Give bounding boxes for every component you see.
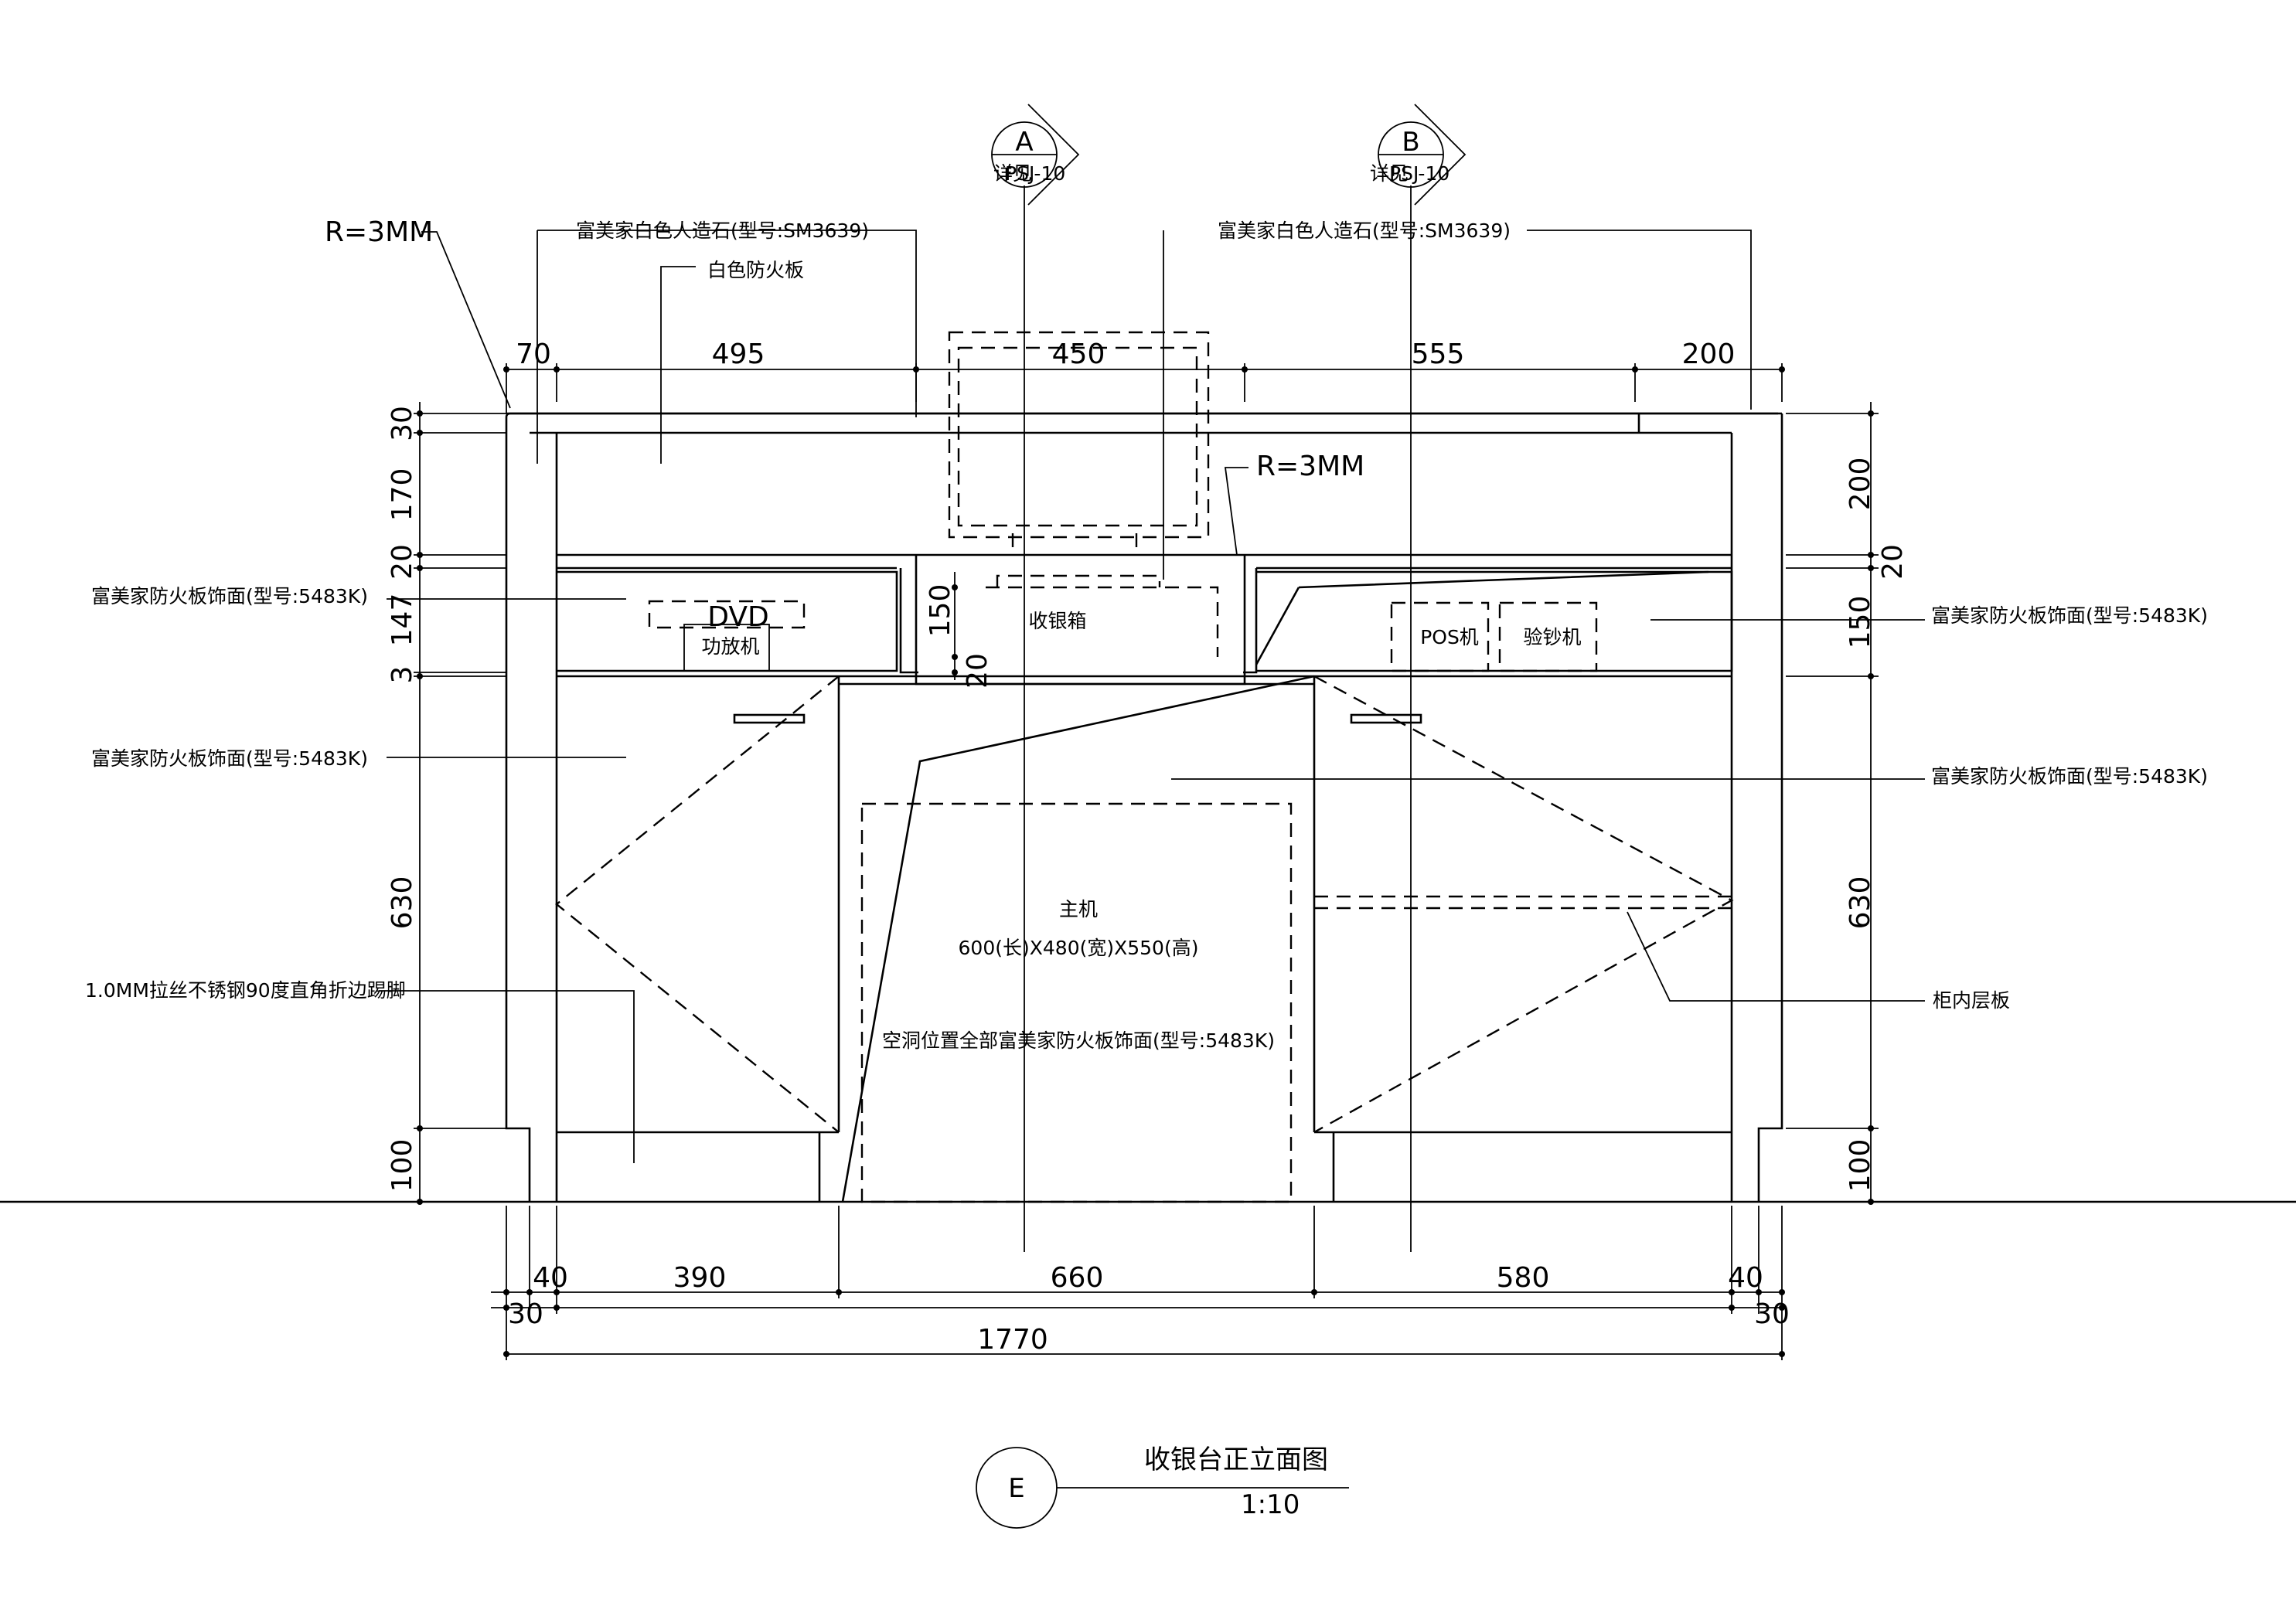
section-marker-b: B 详见 PSJ-10 bbox=[1370, 104, 1467, 206]
label-stone-right: 富美家白色人造石(型号:SM3639) bbox=[1218, 219, 1511, 242]
section-a-letter: A bbox=[1015, 127, 1033, 158]
dim-right-200: 200 bbox=[1845, 458, 1876, 511]
label-veneer-3: 富美家防火板饰面(型号:5483K) bbox=[1931, 604, 2208, 627]
label-cash-box: 收银箱 bbox=[1028, 610, 1086, 632]
dim-left-3: 3 bbox=[387, 666, 418, 684]
dim-right-100: 100 bbox=[1845, 1139, 1876, 1193]
dim-total-1770: 1770 bbox=[977, 1324, 1048, 1356]
label-veneer-4: 富美家防火板饰面(型号:5483K) bbox=[1931, 765, 2208, 788]
label-veneer-1: 富美家防火板饰面(型号:5483K) bbox=[91, 585, 368, 607]
dim-right-20: 20 bbox=[1877, 544, 1909, 580]
dim-bottom-40-right: 40 bbox=[1728, 1262, 1763, 1294]
dim-inner-150: 150 bbox=[925, 584, 956, 638]
dim-bottom-30-right: 30 bbox=[1754, 1298, 1790, 1330]
drawing-scale: 1:10 bbox=[1241, 1489, 1300, 1520]
section-b-prefix: 详见 bbox=[1370, 162, 1409, 185]
dim-left-147: 147 bbox=[387, 594, 418, 647]
left-dimensions: 30 170 20 147 3 630 100 bbox=[387, 402, 506, 1205]
dim-top-495: 495 bbox=[712, 339, 765, 370]
label-veneer-2: 富美家防火板饰面(型号:5483K) bbox=[91, 747, 368, 770]
dim-top-200: 200 bbox=[1682, 339, 1736, 370]
inner-dimensions: 150 20 bbox=[925, 572, 993, 689]
label-host: 主机 bbox=[1059, 898, 1098, 920]
label-checker: 验钞机 bbox=[1523, 626, 1581, 648]
dim-top-555: 555 bbox=[1412, 339, 1465, 370]
section-a-prefix: 详见 bbox=[993, 162, 1032, 185]
counter-outline bbox=[505, 412, 1783, 1203]
equipment-outlines bbox=[648, 331, 1732, 1203]
bottom-dimensions: 40 390 660 580 40 30 30 1770 bbox=[491, 1206, 1790, 1360]
annotations: R=3MM 富美家白色人造石(型号:SM3639) 白色防火板 富美家白色人造石… bbox=[85, 216, 2208, 1163]
section-marker-a: A 详见 PSJ-10 bbox=[991, 104, 1080, 206]
right-dimensions: 200 20 150 630 100 bbox=[1786, 402, 1909, 1205]
dim-top-70: 70 bbox=[516, 339, 551, 370]
dim-left-170: 170 bbox=[387, 468, 418, 522]
dim-bottom-30-left: 30 bbox=[508, 1298, 543, 1330]
dim-inner-20: 20 bbox=[962, 653, 993, 689]
section-b-ref: PSJ-10 bbox=[1389, 162, 1449, 185]
dim-bottom-580: 580 bbox=[1497, 1262, 1550, 1294]
top-dimensions: 70 495 450 555 200 bbox=[503, 339, 1785, 413]
dim-bottom-660: 660 bbox=[1051, 1262, 1104, 1294]
dim-bottom-390: 390 bbox=[673, 1262, 727, 1294]
section-a-ref: PSJ-10 bbox=[1005, 162, 1065, 185]
dim-left-20: 20 bbox=[387, 544, 418, 580]
dim-bottom-40-left: 40 bbox=[533, 1262, 568, 1294]
label-shelf: 柜内层板 bbox=[1933, 989, 2010, 1012]
dim-left-100: 100 bbox=[387, 1139, 418, 1193]
section-b-letter: B bbox=[1402, 127, 1419, 158]
label-radius-left: R=3MM bbox=[325, 216, 433, 248]
label-kick: 1.0MM拉丝不锈钢90度直角折边踢脚 bbox=[85, 979, 406, 1002]
title-block: E 收银台正立面图 1:10 bbox=[976, 1444, 1349, 1529]
label-void: 空洞位置全部富美家防火板饰面(型号:5483K) bbox=[882, 1029, 1275, 1052]
label-white-board: 白色防火板 bbox=[707, 259, 804, 281]
label-radius-mid: R=3MM bbox=[1256, 451, 1364, 482]
label-amp: 功放机 bbox=[701, 635, 759, 658]
equipment-labels: DVD 功放机 收银箱 POS机 验钞机 主机 600(长)X480(宽)X55… bbox=[701, 601, 1581, 1052]
label-host-size: 600(长)X480(宽)X550(高) bbox=[959, 937, 1199, 959]
dim-left-630: 630 bbox=[387, 876, 418, 930]
label-pos: POS机 bbox=[1420, 626, 1479, 648]
dim-right-150: 150 bbox=[1845, 596, 1876, 649]
label-dvd: DVD bbox=[707, 601, 768, 633]
dim-left-30: 30 bbox=[387, 406, 418, 441]
view-label: E bbox=[1008, 1473, 1024, 1504]
dim-top-450: 450 bbox=[1052, 339, 1105, 370]
dim-right-630: 630 bbox=[1845, 876, 1876, 930]
drawing-title: 收银台正立面图 bbox=[1144, 1444, 1328, 1475]
